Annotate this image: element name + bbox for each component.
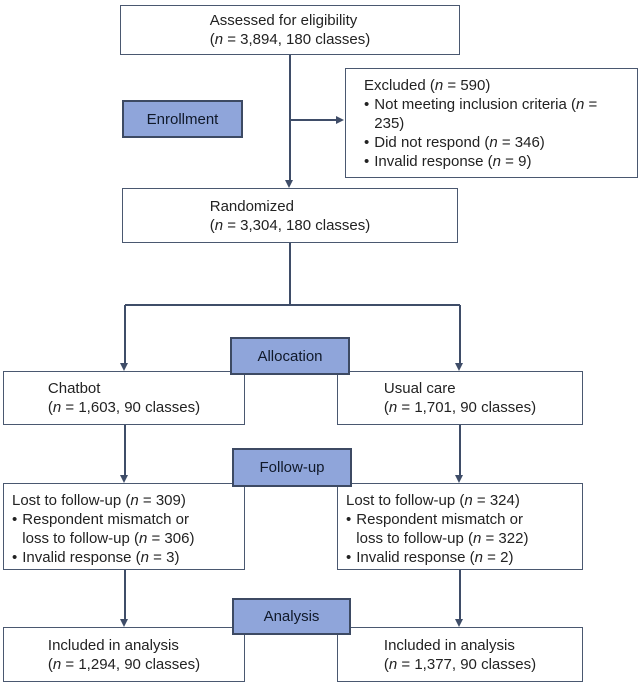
included-right-line1: Included in analysis — [383, 636, 515, 654]
bullet-icon: • — [346, 549, 352, 566]
excluded-bullet-1: • Not meeting inclusion criteria (n = 23… — [364, 96, 598, 132]
lost-right-title: Lost to follow-up (n = 324) — [346, 492, 520, 509]
lost-right-bullet-1: • Respondent mismatch or loss to follow-… — [346, 511, 529, 547]
excluded-box: Excluded (n = 590) • Not meeting inclusi… — [345, 68, 638, 178]
arrowhead-into-lost-right — [454, 475, 463, 483]
analysis-label-text: Analysis — [263, 608, 320, 625]
arrowhead-into-chatbot — [119, 363, 128, 371]
usual-care-arm-box: Usual care (n = 1,701, 90 classes) — [337, 371, 583, 425]
randomized-line1: Randomized — [209, 197, 294, 215]
chatbot-line2: (n = 1,603, 90 classes) — [47, 399, 201, 416]
included-right-line2: (n = 1,377, 90 classes) — [383, 655, 537, 673]
line-chatbot-to-lost — [124, 425, 126, 475]
excluded-bullet-2: • Did not respond (n = 346) — [364, 134, 545, 151]
excluded-bullet-3: • Invalid response (n = 9) — [364, 153, 532, 170]
bullet-icon: • — [364, 134, 370, 151]
assessed-line2: (n = 3,894, 180 classes) — [209, 31, 371, 48]
line-lost-to-included-right — [459, 570, 461, 619]
enrollment-label-text: Enrollment — [146, 110, 219, 128]
stage-label-followup: Follow-up — [232, 448, 352, 487]
bullet-icon: • — [12, 549, 18, 566]
bullet-icon: • — [12, 511, 18, 528]
stage-label-analysis: Analysis — [232, 598, 351, 635]
followup-label-text: Follow-up — [259, 459, 325, 476]
line-assessed-to-randomized — [289, 55, 291, 183]
stage-label-allocation: Allocation — [230, 337, 350, 375]
lost-left-title: Lost to follow-up (n = 309) — [12, 492, 186, 509]
included-left-line2: (n = 1,294, 90 classes) — [47, 655, 201, 673]
arrowhead-into-lost-left — [119, 475, 128, 483]
arrowhead-into-included-left — [119, 619, 128, 627]
stage-label-enrollment: Enrollment — [122, 100, 243, 138]
assessed-for-eligibility-box: Assessed for eligibility (n = 3,894, 180… — [120, 5, 460, 55]
lost-left-bullet-1: • Respondent mismatch or loss to follow-… — [12, 511, 195, 547]
arrowhead-into-excluded — [336, 115, 344, 124]
arrowhead-into-usual-care — [454, 363, 463, 371]
included-analysis-left-box: Included in analysis (n = 1,294, 90 clas… — [3, 627, 245, 682]
assessed-line1: Assessed for eligibility — [209, 12, 358, 29]
lost-to-followup-left-box: Lost to follow-up (n = 309) • Respondent… — [3, 483, 245, 570]
bullet-icon: • — [364, 96, 370, 113]
arrowhead-into-included-right — [454, 619, 463, 627]
line-usual-care-to-lost — [459, 425, 461, 475]
included-left-line1: Included in analysis — [47, 636, 179, 654]
line-lost-to-included-left — [124, 570, 126, 619]
chatbot-line1: Chatbot — [47, 380, 101, 397]
chatbot-arm-box: Chatbot (n = 1,603, 90 classes) — [3, 371, 245, 425]
line-split-to-usual-care — [459, 305, 461, 363]
usual-care-line2: (n = 1,701, 90 classes) — [383, 399, 537, 416]
line-randomized-to-split — [289, 243, 291, 305]
lost-left-bullet-2: • Invalid response (n = 3) — [12, 549, 180, 566]
bullet-icon: • — [346, 511, 352, 528]
line-branch-to-excluded — [290, 119, 336, 121]
usual-care-line1: Usual care — [383, 380, 456, 397]
lost-right-bullet-2: • Invalid response (n = 2) — [346, 549, 514, 566]
randomized-box: Randomized (n = 3,304, 180 classes) — [122, 188, 458, 243]
randomized-line2: (n = 3,304, 180 classes) — [209, 216, 371, 234]
arrowhead-into-randomized — [284, 180, 293, 188]
line-split-to-chatbot — [124, 305, 126, 363]
bullet-icon: • — [364, 153, 370, 170]
allocation-label-text: Allocation — [257, 347, 323, 365]
lost-to-followup-right-box: Lost to follow-up (n = 324) • Respondent… — [337, 483, 583, 570]
line-allocation-split — [125, 304, 460, 306]
included-analysis-right-box: Included in analysis (n = 1,377, 90 clas… — [337, 627, 583, 682]
excluded-title: Excluded (n = 590) — [364, 77, 491, 94]
